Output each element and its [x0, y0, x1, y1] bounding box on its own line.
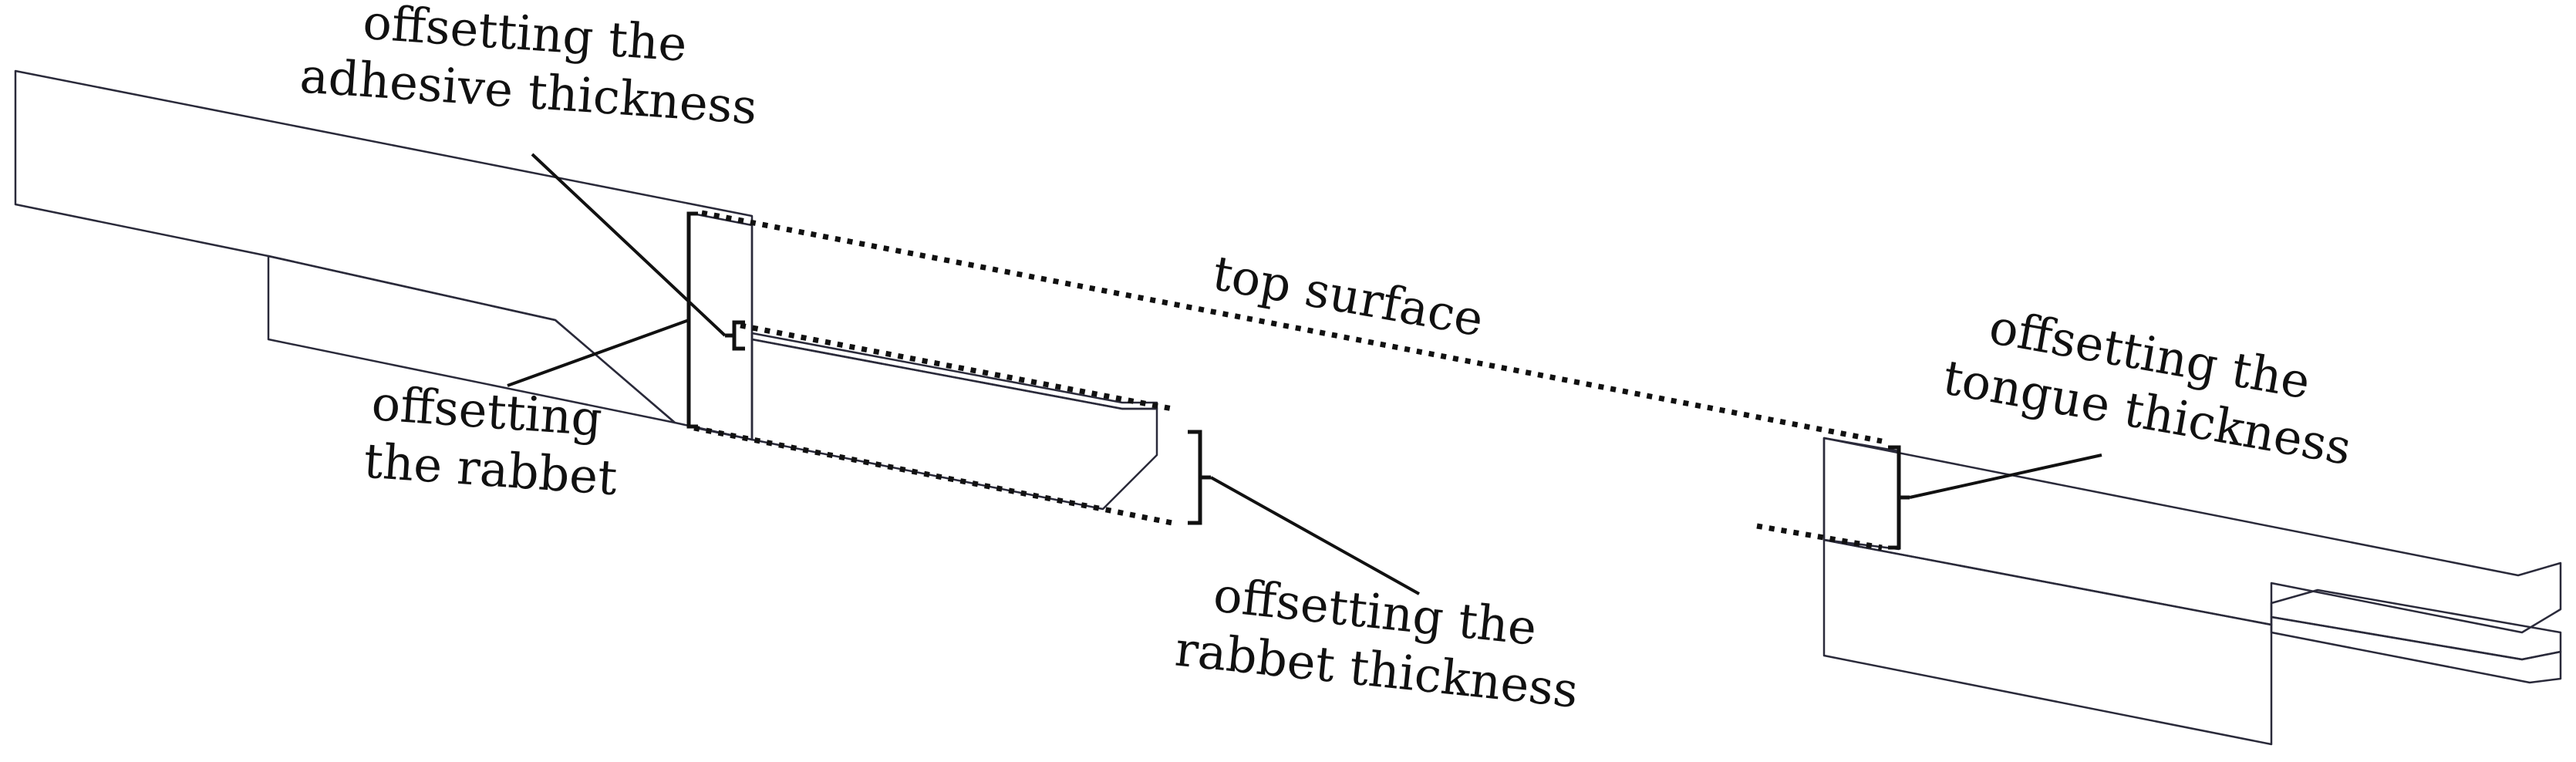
tongue-label: offsetting the tongue thickness: [1939, 292, 2365, 476]
top-surface-dotted-line: [701, 210, 1883, 444]
adhesive-dotted-line: [740, 322, 1173, 412]
left-board-bracket: [686, 211, 698, 429]
top-surface-label: top surface: [1209, 244, 1488, 347]
right-board-offset-slab: [1822, 437, 1900, 551]
tongue-bottom-dotted-line: [1756, 523, 1883, 551]
tongue-bracket: [1888, 445, 1901, 550]
adhesive-label: offsetting the adhesive thickness: [298, 0, 763, 135]
rabbet-leader-line: [507, 319, 690, 387]
tongue-side-face: [2270, 615, 2562, 684]
rabbet-thickness-label: offsetting the rabbet thickness: [1172, 563, 1586, 719]
right-board-side-face: [1822, 538, 2273, 746]
rabbet-top-edge-face: [750, 332, 1158, 410]
left-board-side-face: [267, 255, 676, 424]
rabbet-thickness-leader-line: [1210, 476, 1420, 595]
rabbet-label: offsetting the rabbet: [362, 375, 622, 507]
adhesive-leader-line: [531, 153, 727, 337]
rabbet-adhesive-face: [750, 338, 1158, 511]
right-board-top-face: [1822, 437, 2562, 634]
rabbet-thickness-bracket: [1188, 430, 1202, 525]
tongue-leader-line: [1909, 453, 2102, 499]
